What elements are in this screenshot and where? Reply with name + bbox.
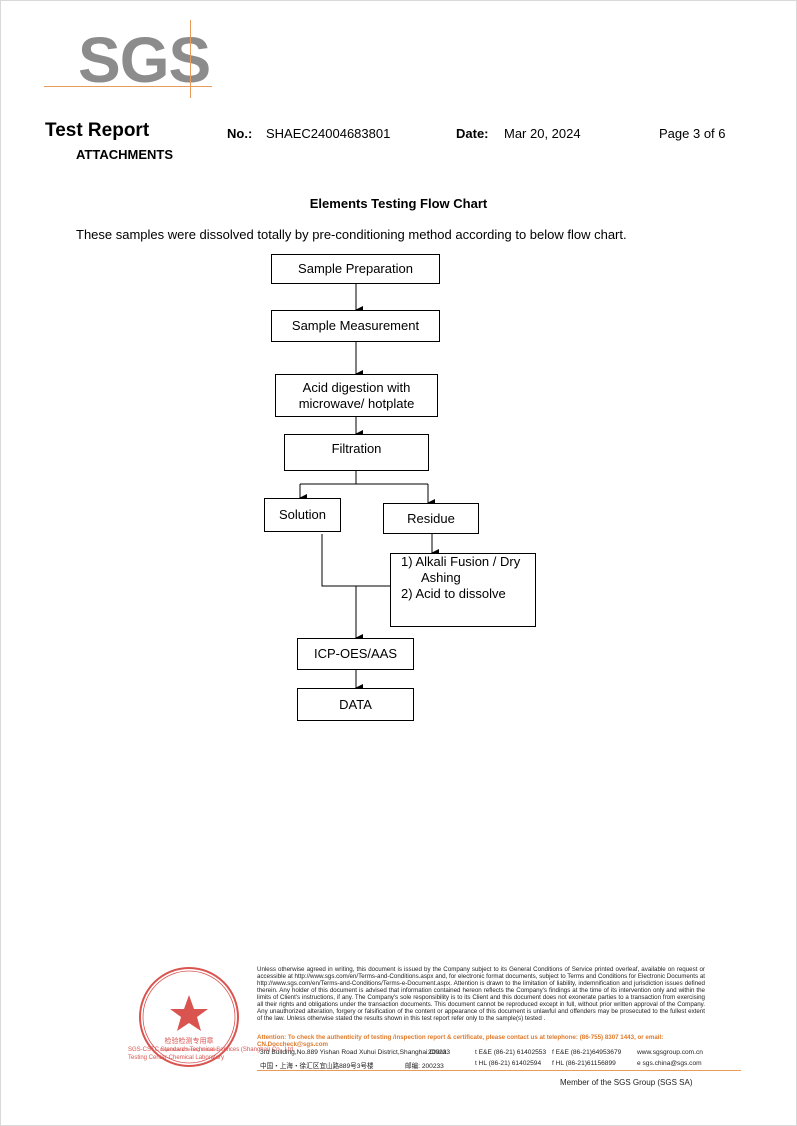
box-sample-preparation: Sample Preparation	[271, 254, 440, 284]
box-label: Residue	[407, 510, 455, 526]
stamp-caption: SGS-CSTC Standards Technical Services (S…	[128, 1046, 295, 1062]
address-cn: 中国・上海・徐汇区宜山路889号3号楼	[260, 1063, 374, 1070]
website: www.sgsgroup.com.cn	[637, 1049, 703, 1056]
tel-ee: t E&E (86-21) 61402553	[475, 1049, 547, 1056]
line-solution-join	[321, 534, 390, 587]
fax-hl: f HL (86-21)61156899	[552, 1060, 616, 1067]
stamp-company: SGS-CSTC Standards Technical Services (S…	[128, 1047, 295, 1053]
box-data: DATA	[297, 688, 414, 721]
section-intro: These samples were dissolved totally by …	[76, 227, 627, 242]
box-sample-measurement: Sample Measurement	[271, 310, 440, 342]
box-label: ICP-OES/AAS	[313, 646, 398, 661]
step-1-line2: Ashing	[421, 570, 461, 585]
box-label: Sample Preparation	[298, 261, 413, 276]
stamp-center-text: 检验检测专用章	[165, 1036, 214, 1045]
report-number: SHAEC24004683801	[266, 126, 391, 141]
stamp-lab: Testing Center-Chemical Laboratory	[128, 1055, 225, 1061]
address-en: 3rd Building,No.889 Yishan Road Xuhui Di…	[260, 1049, 447, 1056]
inspection-seal-stamp: 检验检测专用章 Inspection & Testing Services	[139, 967, 239, 1067]
footer-divider	[257, 1070, 741, 1071]
box-residue: Residue	[383, 503, 479, 534]
legal-disclaimer: Unless otherwise agreed in writing, this…	[257, 966, 705, 1022]
fax-ee: f E&E (86-21)64953679	[552, 1049, 622, 1056]
box-label-line2: microwave/ hotplate	[298, 395, 415, 411]
logo-vertical-line	[190, 20, 191, 98]
date-label: Date:	[456, 126, 489, 141]
box-label: Solution	[279, 507, 326, 522]
step-2: 2) Acid to dissolve	[401, 586, 506, 601]
report-number-label: No.:	[227, 126, 253, 141]
star-icon	[170, 995, 208, 1031]
logo-text: SGS	[78, 24, 211, 96]
section-title: Elements Testing Flow Chart	[309, 196, 488, 211]
zip-cn: 邮编: 200233	[405, 1063, 444, 1070]
sgs-logo: SGS	[44, 20, 216, 100]
page-number: Page 3 of 6	[659, 126, 726, 141]
authenticity-notice: Attention: To check the authenticity of …	[257, 1034, 664, 1048]
member-statement: Member of the SGS Group (SGS SA)	[560, 1078, 693, 1087]
report-date: Mar 20, 2024	[504, 126, 581, 141]
tel-hl: t HL (86-21) 61402594	[475, 1060, 542, 1067]
zip-en: 200233	[428, 1049, 451, 1056]
box-label: Filtration	[331, 441, 382, 456]
box-fusion-steps: 1) Alkali Fusion / Dry Ashing 2) Acid to…	[390, 553, 536, 627]
box-label: DATA	[339, 696, 372, 712]
email: e sgs.china@sgs.com	[637, 1060, 702, 1067]
box-icp-oes-aas: ICP-OES/AAS	[297, 638, 414, 670]
logo-horizontal-line	[44, 86, 212, 87]
stamp-en-text: Inspection & Testing Services	[160, 1047, 219, 1052]
step-1-line1: 1) Alkali Fusion / Dry	[401, 554, 521, 569]
box-label: Sample Measurement	[291, 318, 420, 333]
report-subtitle: ATTACHMENTS	[76, 147, 174, 162]
report-title: Test Report	[45, 120, 150, 141]
box-label-line1: Acid digestion with	[302, 379, 411, 395]
box-acid-digestion: Acid digestion with microwave/ hotplate	[275, 374, 438, 417]
box-solution: Solution	[264, 498, 341, 532]
box-filtration: Filtration	[284, 434, 429, 471]
